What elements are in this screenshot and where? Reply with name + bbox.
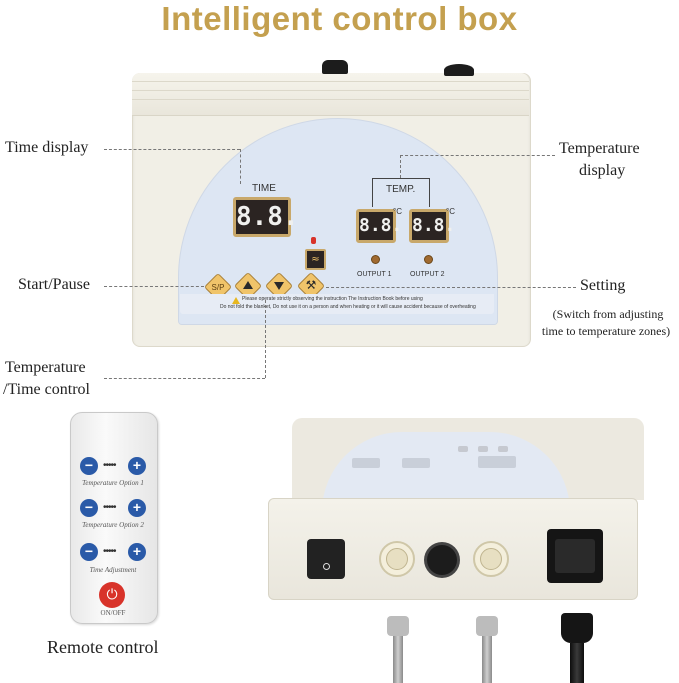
leader-time-display bbox=[104, 149, 240, 150]
up-button[interactable] bbox=[233, 271, 263, 301]
leader-setting bbox=[326, 287, 576, 288]
wrench-icon: ⚒ bbox=[305, 278, 317, 292]
up-arrow-icon bbox=[243, 281, 253, 289]
leader-temperature-display bbox=[400, 155, 555, 156]
setting-button[interactable]: ⚒ bbox=[296, 271, 326, 301]
ac-plug bbox=[561, 613, 593, 643]
temp-display-2: 8.8. bbox=[409, 209, 455, 243]
down-arrow-icon bbox=[274, 282, 284, 290]
rear-mini-button bbox=[498, 446, 508, 452]
temp-bracket bbox=[372, 178, 430, 207]
remote-onoff-label: ON/OFF bbox=[100, 609, 126, 617]
output-2-led bbox=[424, 255, 433, 264]
top-knob bbox=[444, 64, 474, 76]
leader-temperature-display-drop bbox=[400, 155, 401, 178]
remote-option2-minus-button[interactable]: − bbox=[80, 499, 98, 517]
callout-start-pause: Start/Pause bbox=[18, 276, 90, 293]
callout-setting-note-2: time to temperature zones) bbox=[541, 324, 671, 338]
temp-label: TEMP. bbox=[386, 184, 416, 195]
warning-text-line2: Do not fold the blanket, Do not use it o… bbox=[220, 304, 476, 310]
remote-option1-label: Temperature Option 1 bbox=[82, 479, 144, 487]
leader-start-pause bbox=[104, 286, 204, 287]
rear-mini-button bbox=[478, 446, 488, 452]
callout-temperature-time-control-1: Temperature bbox=[5, 359, 86, 376]
remote-option1-minus-button[interactable]: − bbox=[80, 457, 98, 475]
callout-temperature-display-2: display bbox=[579, 162, 626, 179]
callout-temperature-display-1: Temperature bbox=[559, 140, 640, 157]
output-2-label: OUTPUT 2 bbox=[410, 271, 445, 278]
rocker-indicator bbox=[323, 563, 330, 570]
fuse-holder bbox=[427, 545, 457, 575]
top-connector bbox=[322, 60, 348, 74]
wifi-indicator-icon: ≈ bbox=[305, 249, 326, 270]
warning-strip bbox=[180, 294, 494, 314]
leader-temp-time-control-rise bbox=[265, 300, 266, 378]
remote-option2-dots: ••••• bbox=[103, 502, 116, 513]
power-icon: ⏻ bbox=[106, 587, 118, 603]
callout-setting: Setting bbox=[580, 277, 626, 294]
rear-mini-display-2 bbox=[402, 458, 430, 468]
time-display: 8.8. bbox=[233, 197, 299, 237]
remote-option2-label: Temperature Option 2 bbox=[82, 521, 144, 529]
remote-time-minus-button[interactable]: − bbox=[80, 543, 98, 561]
callout-remote-control: Remote control bbox=[47, 637, 159, 657]
time-label: TIME bbox=[252, 183, 276, 194]
leader-temp-time-control bbox=[104, 378, 265, 379]
rear-mini-display-3 bbox=[478, 456, 516, 468]
callout-setting-note-1: (Switch from adjusting bbox=[552, 307, 664, 321]
leader-time-display-drop bbox=[240, 149, 241, 184]
remote-option1-dots: ••••• bbox=[103, 460, 116, 471]
din-plug-2 bbox=[476, 616, 498, 636]
remote-time-dots: ••••• bbox=[103, 546, 116, 557]
start-pause-label: S/P bbox=[211, 283, 225, 292]
remote-option1-plus-button[interactable]: + bbox=[128, 457, 146, 475]
down-button[interactable] bbox=[264, 271, 294, 301]
output-socket-2[interactable] bbox=[473, 541, 509, 577]
warning-icon bbox=[232, 297, 240, 304]
remote-time-label: Time Adjustment bbox=[89, 566, 137, 574]
output-socket-1[interactable] bbox=[379, 541, 415, 577]
temp-2-unit: °C bbox=[446, 207, 455, 216]
output-1-led bbox=[371, 255, 380, 264]
temp-1-unit: °C bbox=[393, 207, 402, 216]
warning-text-line1: Please operate strictly observing the in… bbox=[242, 296, 423, 302]
cable-2 bbox=[482, 636, 492, 683]
control-box-lid bbox=[132, 73, 529, 116]
remote-power-button[interactable]: ⏻ bbox=[99, 582, 125, 608]
remote-option2-plus-button[interactable]: + bbox=[128, 499, 146, 517]
temp-display-1: 8.8. bbox=[356, 209, 402, 243]
ac-power-socket[interactable] bbox=[547, 529, 603, 583]
din-plug-1 bbox=[387, 616, 409, 636]
ac-socket-inner bbox=[555, 539, 595, 573]
callout-time-display: Time display bbox=[5, 139, 89, 156]
page-title: Intelligent control box bbox=[161, 0, 518, 37]
receiver-led bbox=[311, 237, 316, 244]
remote-time-plus-button[interactable]: + bbox=[128, 543, 146, 561]
ac-cable bbox=[570, 643, 584, 683]
output-1-label: OUTPUT 1 bbox=[357, 271, 392, 278]
callout-temperature-time-control-2: /Time control bbox=[3, 381, 90, 398]
rear-mini-button bbox=[458, 446, 468, 452]
rocker-switch[interactable] bbox=[307, 539, 345, 579]
cable-1 bbox=[393, 636, 403, 683]
rear-mini-display-1 bbox=[352, 458, 380, 468]
start-pause-button[interactable]: S/P bbox=[203, 272, 233, 302]
